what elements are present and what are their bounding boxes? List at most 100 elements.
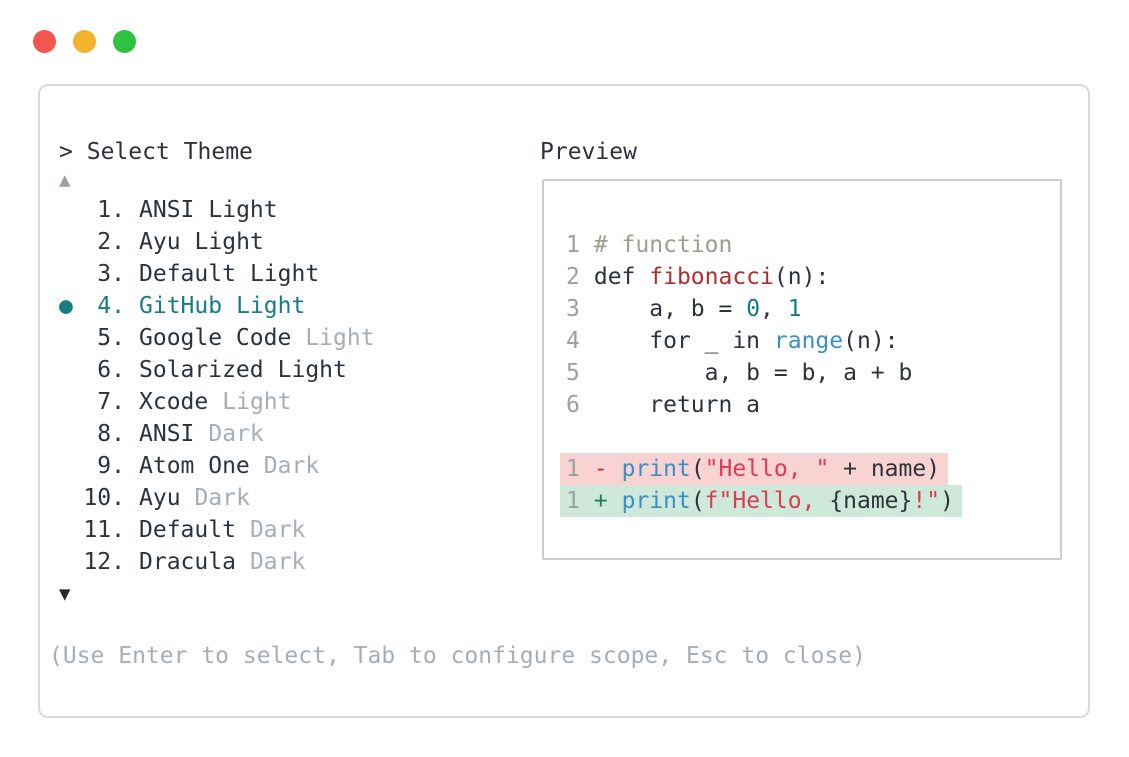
close-button[interactable] (33, 30, 56, 53)
keyboard-hint: (Use Enter to select, Tab to configure s… (49, 643, 866, 669)
theme-number: 7. (97, 389, 125, 415)
gutter-spacer (59, 514, 83, 546)
token-plain: return a (593, 392, 761, 418)
theme-number: 12. (83, 549, 125, 575)
select-theme-prompt: > Select Theme (59, 136, 866, 168)
token-string: "Hello, " (704, 456, 830, 482)
theme-number: 11. (83, 517, 125, 543)
gutter-spacer (59, 546, 83, 578)
diff-added-line: 1+ print(f"Hello, {name}!") (560, 485, 962, 517)
prompt-caret: > (59, 139, 73, 165)
gutter-spacer (59, 194, 83, 226)
theme-number: 9. (97, 453, 125, 479)
token-plain: a, b = (593, 296, 747, 322)
window-controls (33, 30, 136, 53)
theme-name: Atom One (139, 453, 250, 479)
token-string: f"Hello, (704, 488, 830, 514)
theme-item-xcode-light[interactable]: 7. Xcode Light (59, 386, 866, 418)
token-func: fibonacci (649, 264, 774, 290)
gutter-spacer (59, 258, 83, 290)
zoom-button[interactable] (113, 30, 136, 53)
theme-variant: Light (249, 261, 320, 287)
token-builtin: print (621, 456, 691, 482)
gutter-spacer (59, 482, 83, 514)
token-plain: , (760, 296, 788, 322)
token-plus: + (593, 488, 622, 514)
line-number: 3 (566, 296, 580, 322)
prompt-label: Select Theme (86, 139, 253, 165)
theme-name: Default (139, 261, 236, 287)
theme-name: Ayu (139, 229, 181, 255)
theme-variant: Light (222, 389, 292, 415)
token-plain: (n): (773, 264, 830, 290)
theme-name: Ayu (139, 485, 181, 511)
line-number: 5 (566, 360, 580, 386)
scroll-up-icon[interactable]: ▲ (59, 169, 71, 191)
token-number: 1 (787, 296, 802, 322)
token-plain: ( (690, 488, 705, 514)
theme-number: 8. (97, 421, 125, 447)
minimize-button[interactable] (73, 30, 96, 53)
theme-variant: Light (208, 197, 278, 223)
token-string: !" (912, 488, 941, 514)
theme-variant: Light (277, 357, 347, 383)
gutter-spacer (59, 322, 83, 354)
scroll-down-icon[interactable]: ▼ (59, 583, 71, 605)
theme-item-ayu-light[interactable]: 2. Ayu Light (59, 226, 866, 258)
theme-name: GitHub (139, 293, 223, 319)
theme-item-ansi-dark[interactable]: 8. ANSI Dark (59, 418, 866, 450)
token-builtin: print (621, 488, 691, 514)
theme-number: 5. (97, 325, 125, 351)
token-plain: + name) (829, 456, 941, 482)
theme-item-default-light[interactable]: 3. Default Light (59, 258, 866, 290)
code-line: 1# function (544, 229, 1060, 261)
theme-number: 1. (97, 197, 125, 223)
theme-item-ayu-dark[interactable]: 10. Ayu Dark (59, 482, 866, 514)
token-plain: ) (940, 488, 954, 514)
theme-number: 2. (97, 229, 125, 255)
line-number: 1 (566, 488, 580, 514)
theme-variant: Dark (194, 485, 250, 511)
code-line: 3 a, b = 0, 1 (544, 293, 1060, 325)
line-number: 4 (566, 328, 580, 354)
line-number: 1 (566, 232, 580, 258)
theme-variant: Light (305, 325, 375, 351)
token-number: 0 (746, 296, 761, 322)
theme-item-github-light[interactable]: ● 4. GitHub Light (59, 290, 866, 322)
theme-variant: Light (194, 229, 264, 255)
theme-name: Google Code (139, 325, 292, 351)
theme-number: 4. (97, 293, 125, 319)
token-plain: for _ in (593, 328, 774, 354)
token-plain: (n): (843, 328, 899, 354)
token-minus: - (593, 456, 622, 482)
gutter-spacer (59, 226, 83, 258)
theme-variant: Dark (208, 421, 264, 447)
selected-bullet-icon: ● (59, 293, 73, 319)
theme-number: 3. (97, 261, 125, 287)
theme-variant: Dark (249, 549, 306, 575)
code-line: 6 return a (544, 389, 1060, 421)
theme-number: 10. (83, 485, 125, 511)
line-number: 1 (566, 456, 580, 482)
theme-name: Xcode (139, 389, 209, 415)
theme-name: Dracula (139, 549, 236, 575)
gutter-spacer (59, 386, 83, 418)
theme-item-google-code-light[interactable]: 5. Google Code Light (59, 322, 866, 354)
theme-item-dracula-dark[interactable]: 12. Dracula Dark (59, 546, 866, 578)
line-number: 2 (566, 264, 580, 290)
gutter-spacer (59, 450, 83, 482)
theme-name: ANSI (139, 421, 195, 447)
theme-variant: Light (236, 293, 306, 319)
code-line: 4 for _ in range(n): (544, 325, 1060, 357)
code-line: 5 a, b = b, a + b (544, 357, 1060, 389)
theme-name: Solarized (139, 357, 264, 383)
token-plain: ( (690, 456, 705, 482)
